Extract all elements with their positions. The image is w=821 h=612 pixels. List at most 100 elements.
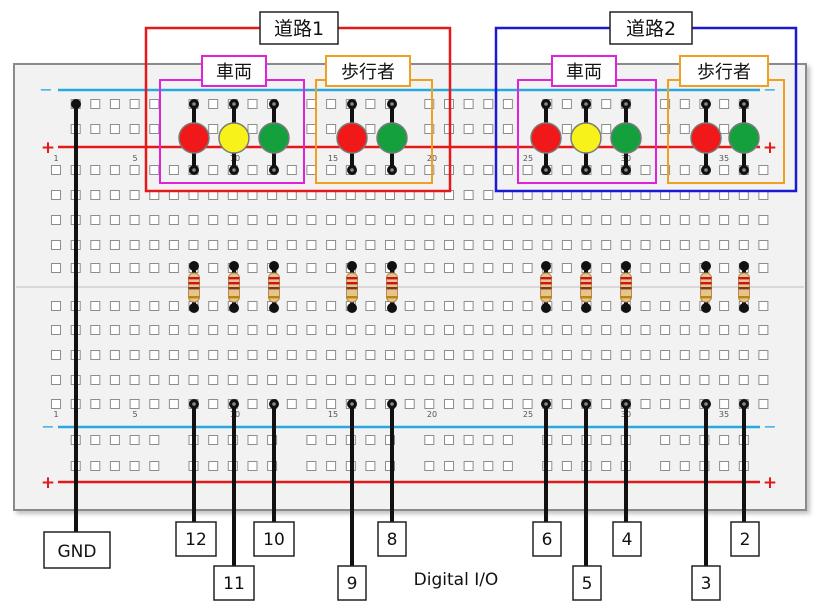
breadboard-hole bbox=[129, 99, 140, 109]
resistor-band bbox=[268, 282, 280, 285]
breadboard-hole bbox=[306, 124, 317, 134]
breadboard-hole bbox=[345, 350, 356, 360]
breadboard-hole bbox=[719, 435, 730, 445]
signal-wire-end-hilite bbox=[544, 402, 548, 406]
signal-wire-end-hilite bbox=[704, 402, 708, 406]
breadboard-hole bbox=[758, 301, 769, 311]
breadboard-hole bbox=[502, 399, 513, 409]
breadboard-hole bbox=[424, 461, 435, 471]
breadboard-hole bbox=[679, 124, 690, 134]
resistor-lead-end bbox=[621, 303, 631, 313]
resistor-band bbox=[738, 277, 750, 280]
breadboard-hole bbox=[188, 215, 199, 225]
breadboard-hole bbox=[758, 375, 769, 385]
breadboard-hole bbox=[208, 99, 219, 109]
breadboard-hole bbox=[129, 190, 140, 200]
top-plus-sign-right: + bbox=[763, 138, 777, 158]
pin-label-box bbox=[612, 521, 642, 557]
breadboard-hole bbox=[365, 124, 376, 134]
breadboard-hole bbox=[561, 350, 572, 360]
breadboard-hole bbox=[227, 325, 238, 335]
breadboard-hole bbox=[640, 399, 651, 409]
pin-label-box bbox=[572, 565, 602, 601]
column-number: 35 bbox=[719, 154, 729, 163]
breadboard-hole bbox=[581, 375, 592, 385]
breadboard-hole bbox=[90, 215, 101, 225]
breadboard-hole bbox=[561, 263, 572, 273]
breadboard-hole bbox=[149, 124, 160, 134]
signal-wire-end-hilite bbox=[584, 402, 588, 406]
breadboard-hole bbox=[208, 124, 219, 134]
breadboard-hole bbox=[601, 325, 612, 335]
resistor-lead-end bbox=[581, 303, 591, 313]
breadboard-hole bbox=[247, 165, 258, 175]
breadboard-hole bbox=[247, 301, 258, 311]
breadboard-hole bbox=[424, 325, 435, 335]
breadboard-hole bbox=[90, 240, 101, 250]
breadboard-hole bbox=[208, 435, 219, 445]
led-leg-end-hilite bbox=[544, 168, 548, 172]
breadboard-hole bbox=[620, 215, 631, 225]
resistor-band bbox=[738, 296, 750, 299]
breadboard-hole bbox=[90, 350, 101, 360]
resistor-band bbox=[268, 287, 280, 290]
breadboard-hole bbox=[109, 165, 120, 175]
road1-title: 道路1 bbox=[274, 18, 324, 40]
breadboard-hole bbox=[719, 165, 730, 175]
breadboard-hole bbox=[306, 399, 317, 409]
resistor-band bbox=[540, 277, 552, 280]
breadboard-hole bbox=[188, 350, 199, 360]
breadboard-hole bbox=[109, 350, 120, 360]
breadboard-hole bbox=[51, 325, 61, 335]
road2-title-box bbox=[609, 11, 693, 45]
breadboard-hole bbox=[208, 399, 219, 409]
breadboard-hole bbox=[444, 375, 454, 385]
breadboard-hole bbox=[483, 190, 494, 200]
resistor-band bbox=[386, 287, 398, 290]
breadboard-hole bbox=[719, 350, 730, 360]
pin-label: 2 bbox=[740, 530, 751, 550]
breadboard-hole bbox=[738, 215, 749, 225]
pin-label: 4 bbox=[622, 530, 633, 550]
breadboard-hole bbox=[424, 435, 435, 445]
breadboard-hole bbox=[679, 263, 690, 273]
breadboard-hole bbox=[168, 350, 179, 360]
road1-vehicle-title-box bbox=[201, 55, 267, 87]
breadboard-hole bbox=[719, 263, 730, 273]
breadboard-hole bbox=[483, 99, 494, 109]
breadboard-hole bbox=[247, 124, 258, 134]
resistor-band bbox=[386, 277, 398, 280]
breadboard-hole bbox=[365, 215, 376, 225]
resistor-lead-end bbox=[229, 261, 239, 271]
breadboard-hole bbox=[483, 263, 494, 273]
breadboard-hole bbox=[758, 325, 769, 335]
breadboard-hole bbox=[699, 325, 710, 335]
breadboard-hole bbox=[463, 263, 474, 273]
breadboard-hole bbox=[699, 375, 710, 385]
resistor-lead-end bbox=[739, 303, 749, 313]
breadboard-hole bbox=[109, 190, 120, 200]
breadboard-hole bbox=[208, 263, 219, 273]
breadboard-hole bbox=[51, 190, 61, 200]
led-leg-end-hilite bbox=[624, 102, 628, 106]
breadboard-hole bbox=[679, 99, 690, 109]
led-r1-ped-red bbox=[336, 122, 368, 154]
resistor-lead-end bbox=[739, 261, 749, 271]
breadboard-hole bbox=[522, 399, 533, 409]
breadboard-hole bbox=[326, 461, 337, 471]
resistor-band bbox=[386, 296, 398, 299]
breadboard-hole bbox=[660, 461, 671, 471]
breadboard-hole bbox=[502, 375, 513, 385]
breadboard-hole bbox=[247, 375, 258, 385]
breadboard-hole bbox=[129, 350, 140, 360]
resistor-band bbox=[386, 282, 398, 285]
breadboard-hole bbox=[365, 461, 376, 471]
breadboard-hole bbox=[404, 375, 415, 385]
breadboard-hole bbox=[51, 399, 61, 409]
breadboard-hole bbox=[168, 240, 179, 250]
breadboard-hole bbox=[424, 215, 435, 225]
breadboard-hole bbox=[345, 325, 356, 335]
led-leg-end-hilite bbox=[272, 168, 276, 172]
breadboard-hole bbox=[640, 240, 651, 250]
resistor-band bbox=[540, 296, 552, 299]
